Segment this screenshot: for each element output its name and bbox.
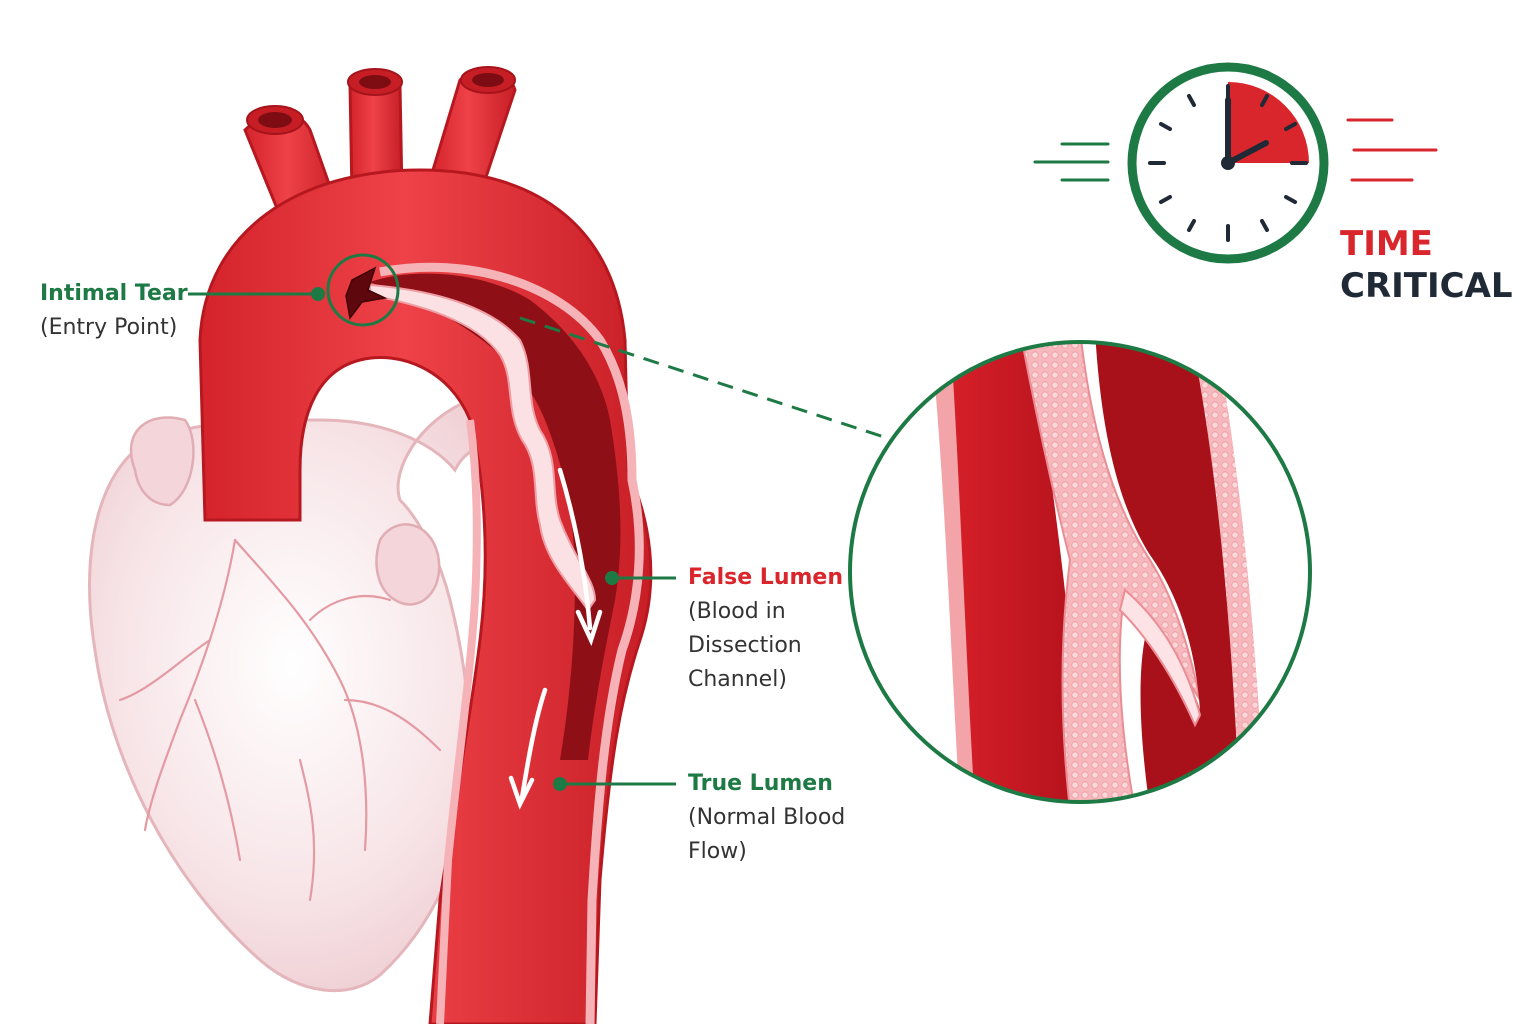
intimal-tear-subtitle: (Entry Point) [40,315,178,340]
tear-highlight-ring [326,253,400,327]
label-true-lumen: True Lumen (Normal Blood Flow) [688,767,845,869]
flow-arrow-icon [508,467,603,810]
time-critical-line2: CRITICAL [1340,266,1513,306]
aorta [198,66,653,1024]
clock-ticks [1148,84,1308,242]
callout-lines [188,253,885,786]
motion-lines-icon [1033,118,1438,182]
heart [88,395,542,993]
aortic-wall-outer [379,262,644,1024]
label-intimal-tear: Intimal Tear (Entry Point) [40,277,188,345]
aortic-wall-inner [436,419,481,1024]
zoom-inset [848,340,1312,804]
false-lumen-subtitle-line: (Blood in [688,599,786,624]
clock-hour-hand [1225,140,1269,166]
left-atrial-appendage [375,523,441,606]
false-lumen-subtitle-line: Dissection [688,633,802,658]
clock-icon [1127,62,1329,264]
true-lumen-title: True Lumen [688,771,833,796]
true-lumen-subtitle-line: (Normal Blood [688,805,846,830]
time-critical-line1: TIME [1340,224,1433,264]
zoom-callout-line [519,316,885,439]
false-lumen-channel [370,273,621,760]
coronary-vessels [118,538,442,902]
right-atrium [129,416,195,507]
false-lumen-title: False Lumen [688,565,843,590]
arch-branches [243,66,517,243]
tear-entry [345,266,388,320]
true-lumen-subtitle-line: Flow) [688,839,747,864]
intimal-tear-title: Intimal Tear [40,281,188,306]
elapsed-wedge [1228,82,1309,163]
label-false-lumen: False Lumen (Blood in Dissection Channel… [688,561,843,697]
callout-dots [311,287,619,791]
false-lumen-subtitle-line: Channel) [688,667,787,692]
